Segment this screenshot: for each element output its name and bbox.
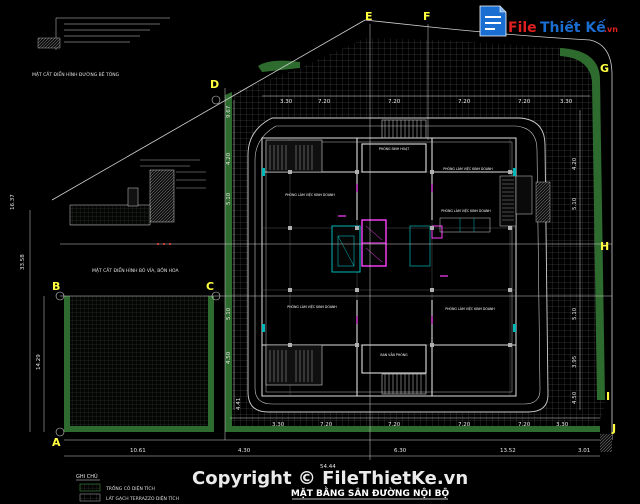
dim-left-small-3: 5.10 xyxy=(226,192,232,205)
axis-label-h: H xyxy=(600,240,609,253)
dim-bottom-4: 7.20 xyxy=(458,422,471,428)
room-label-1: PHÒNG SINH HOẠT xyxy=(379,146,410,151)
dim-right-3: 5.10 xyxy=(572,307,578,320)
stair-bottom-left xyxy=(265,344,323,386)
dim-left-small-4: 5.10 xyxy=(226,307,232,320)
axis-label-g: G xyxy=(600,62,609,75)
dim-overall: 54.44 xyxy=(320,464,336,470)
stair-bottom-center xyxy=(381,373,427,395)
dim-right-5: 4.50 xyxy=(572,391,578,404)
dim-top-3: 7.20 xyxy=(388,99,401,105)
dim-right-4: 3.95 xyxy=(572,355,578,368)
stair-top-center xyxy=(381,119,427,139)
building-plan: PHÒNG SINH HOẠT PHÒNG LÀM VIỆC KINH DOAN… xyxy=(261,119,551,397)
logo-text-suffix: Thiết Kế xyxy=(540,19,606,36)
dim-bottom-6: 3.30 xyxy=(556,422,569,428)
axis-label-j: J xyxy=(611,422,616,435)
dimension-lines xyxy=(29,95,600,457)
right-service-block xyxy=(439,175,551,233)
legend-swatch-terrazzo xyxy=(79,493,101,502)
perimeter-markers xyxy=(262,168,516,332)
structural-columns xyxy=(288,170,512,347)
dim-total-2: 4.30 xyxy=(238,448,251,454)
dim-bottom-1: 3.30 xyxy=(272,422,285,428)
axis-label-e: E xyxy=(365,10,373,23)
section-detail-curb: MẶT CẮT ĐIỂN HÌNH BÓ VỈA, BỒN HOA xyxy=(69,159,206,274)
axis-label-b: B xyxy=(52,280,60,293)
dim-total-5: 3.01 xyxy=(578,448,590,454)
legend-item-terrazzo: LÁT GẠCH TERRAZZO DIỆN TÍCH xyxy=(106,494,179,502)
copyright-watermark: Copyright © FileThietKe.vn xyxy=(192,468,468,489)
dim-total-1: 10.61 xyxy=(130,448,146,454)
room-label-6: PHÒNG LÀM VIỆC KINH DOANH xyxy=(445,306,495,311)
dim-diag: 16.37 xyxy=(10,194,16,210)
drawing-title-block: MẶT BẰNG SÂN ĐƯỜNG NỘI BỘ xyxy=(291,486,450,500)
dim-total-4: 13.52 xyxy=(500,448,516,454)
axis-label-i: I xyxy=(606,390,610,403)
axis-label-d: D xyxy=(210,78,219,91)
legend-header: GHI CHÚ xyxy=(76,473,98,480)
section-detail-road: MẶT CẮT ĐIỂN HÌNH ĐƯỜNG BÊ TÔNG xyxy=(32,17,170,78)
dim-top-4: 7.20 xyxy=(458,99,471,105)
dim-top-2: 7.20 xyxy=(318,99,331,105)
logo-domain: .vn xyxy=(604,25,618,34)
legend: GHI CHÚ TRỒNG CỎ DIỆN TÍCH LÁT GẠCH TERR… xyxy=(76,473,179,502)
drawing-title: MẶT BẰNG SÂN ĐƯỜNG NỘI BỘ xyxy=(291,486,450,499)
legend-item-grass: TRỒNG CỎ DIỆN TÍCH xyxy=(105,483,155,492)
room-label-2: PHÒNG LÀM VIỆC KINH DOANH xyxy=(285,192,335,197)
room-label-5: PHÒNG LÀM VIỆC KINH DOANH xyxy=(287,304,337,309)
dim-bottom-3: 7.20 xyxy=(388,422,401,428)
dim-left-small-6: 4.50 xyxy=(226,351,232,364)
dim-left-small-2: 4.20 xyxy=(226,152,232,165)
dim-top-6: 3.30 xyxy=(560,99,573,105)
axis-label-f: F xyxy=(423,10,431,23)
dim-top-5: 7.20 xyxy=(518,99,531,105)
legend-swatch-grass xyxy=(79,483,101,492)
stair-top-left xyxy=(265,139,323,173)
dim-left-1: 33.58 xyxy=(20,254,26,270)
dim-left-2: 14.29 xyxy=(36,354,42,370)
dim-bottom-2: 7.20 xyxy=(320,422,333,428)
dim-left-small-5: 4.41 xyxy=(236,398,242,410)
door-markers xyxy=(338,184,448,324)
axis-label-c: C xyxy=(206,280,214,293)
room-label-4: PHÒNG LÀM VIỆC KINH DOANH xyxy=(441,208,491,213)
room-label-3: PHÒNG LÀM VIỆC KINH DOANH xyxy=(443,166,493,171)
dim-bottom-5: 7.20 xyxy=(518,422,531,428)
section-title-upper: MẶT CẮT ĐIỂN HÌNH ĐƯỜNG BÊ TÔNG xyxy=(32,70,120,78)
room-label-7: BAN VĂN PHÒNG xyxy=(380,352,408,357)
dim-right-2: 5.10 xyxy=(572,197,578,210)
axis-label-a: A xyxy=(52,436,61,449)
filethietke-logo: File Thiết Kế .vn xyxy=(479,5,618,37)
logo-text-prefix: File xyxy=(508,20,537,36)
dim-total-3: 6.30 xyxy=(394,448,407,454)
section-title-lower: MẶT CẮT ĐIỂN HÌNH BÓ VỈA, BỒN HOA xyxy=(92,265,179,274)
central-core xyxy=(331,219,443,273)
axis-markers: A B C D E F G H I J xyxy=(52,10,616,449)
dim-top-1: 3.30 xyxy=(280,99,293,105)
dim-left-small-1: 9.67 xyxy=(226,105,232,118)
dim-right-1: 4.20 xyxy=(572,157,578,170)
axis-lines xyxy=(60,24,612,460)
